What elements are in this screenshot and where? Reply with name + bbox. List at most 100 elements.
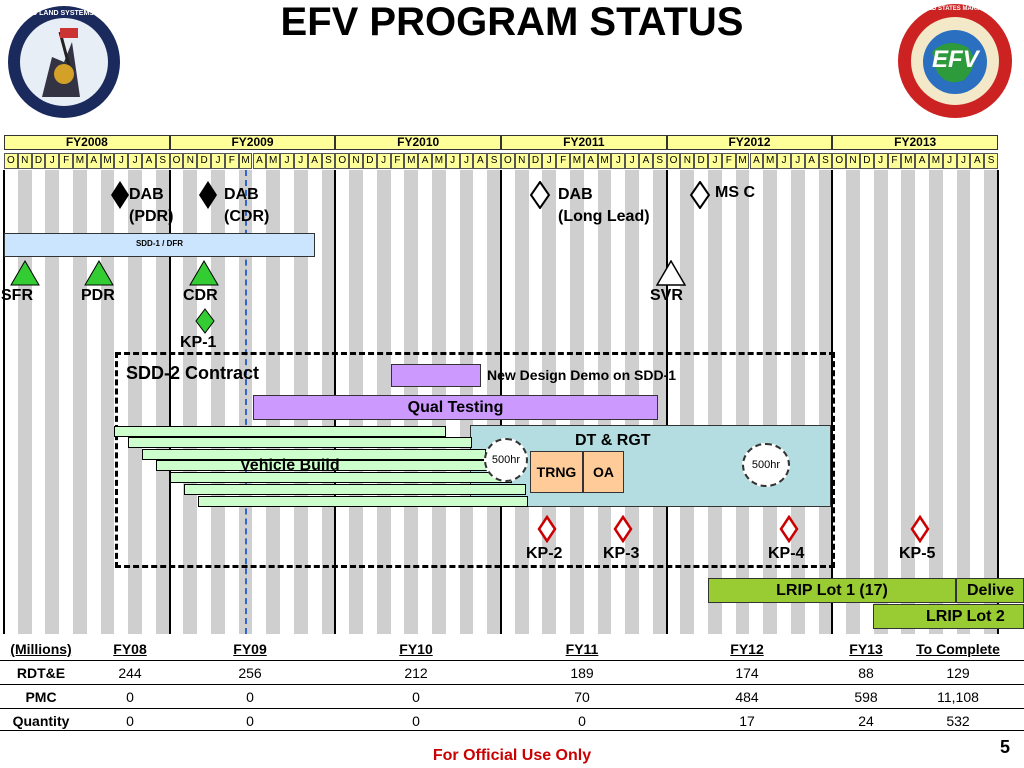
table-cell: 17 (739, 712, 755, 729)
month-cell: A (307, 153, 322, 169)
new-design-label: New Design Demo on SDD-1 (487, 367, 677, 383)
kp4-label: KP-4 (768, 545, 805, 562)
pdr-triangle-icon (84, 260, 114, 286)
delivery-label: Delive (967, 582, 1015, 599)
month-cell: F (59, 153, 74, 169)
row-label: PMC (0, 684, 82, 709)
month-cell: A (142, 153, 156, 169)
table-cell: 0 (322, 684, 510, 709)
month-cell: S (984, 153, 998, 169)
month-cell: N (17, 153, 32, 169)
table-cell: 24 (858, 712, 874, 729)
left-logo: PRO LAND SYSTEMS (2, 2, 126, 120)
fiscal-year-cell: FY2009 (169, 135, 336, 150)
month-cell: M (238, 153, 253, 169)
month-cell: D (362, 153, 377, 169)
kp1-diamond-icon (195, 308, 215, 334)
month-stripe (735, 170, 750, 634)
month-stripe (818, 170, 833, 634)
month-stripe (128, 170, 143, 634)
vehicle-build-bar (114, 426, 446, 437)
month-cell: N (349, 153, 363, 169)
month-stripe (155, 170, 170, 634)
fiscal-year-divider (665, 170, 668, 634)
row-label: RDT&E (0, 660, 82, 685)
month-stripe (763, 170, 778, 634)
month-cell: J (128, 153, 143, 169)
month-cell: A (86, 153, 101, 169)
month-cell: O (335, 153, 350, 169)
fiscal-year-divider (168, 170, 171, 634)
table-cell: 484 (654, 684, 840, 709)
hr500-circle-right: 500hr (742, 443, 790, 487)
month-cell: O (169, 153, 184, 169)
month-cell: J (45, 153, 60, 169)
right-logo-text: EFV (932, 46, 979, 73)
kp5-label: KP-5 (899, 545, 936, 562)
month-stripe (100, 170, 115, 634)
month-cell: O (4, 153, 18, 169)
ms-c-label: MS C (715, 184, 755, 201)
month-cell: J (708, 153, 722, 169)
new-design-bar (391, 364, 481, 387)
dab-cdr-label: DAB (CDR) (224, 186, 270, 225)
month-cell: J (942, 153, 957, 169)
funding-header-cell: FY13 (840, 637, 892, 661)
svr-label: SVR (650, 287, 683, 304)
table-cell: 212 (322, 660, 510, 685)
month-cell: M (928, 153, 943, 169)
current-date-line (245, 170, 247, 634)
lrip-lot1-bar: LRIP Lot 1 (17) (708, 578, 956, 603)
left-logo-text: PRO LAND SYSTEMS (22, 10, 94, 17)
table-cell: 11,108 (892, 684, 1024, 709)
right-logo: EFV UNITED STATES MARINE CORPS (892, 2, 1018, 120)
month-cell: J (790, 153, 805, 169)
month-cell: A (418, 153, 432, 169)
qual-testing-label: Qual Testing (407, 399, 504, 416)
kp2-label: KP-2 (526, 545, 563, 562)
kp1-label: KP-1 (180, 334, 217, 351)
month-stripe (17, 170, 32, 634)
table-cell: 598 (840, 684, 892, 709)
page-number: 5 (1000, 737, 1011, 757)
sdd2-contract-label: SDD-2 Contract (126, 363, 260, 383)
funding-header-cell: (Millions) (0, 637, 82, 661)
fiscal-year-divider (997, 170, 999, 634)
table-cell: 129 (892, 660, 1024, 685)
month-cell: D (31, 153, 46, 169)
month-cell: J (873, 153, 888, 169)
month-cell: J (293, 153, 308, 169)
vehicle-build-bar (170, 472, 512, 483)
footer-classification: For Official Use Only (432, 747, 592, 764)
delivery-bar: Delive (956, 578, 1024, 603)
fiscal-year-cell: FY2012 (666, 135, 833, 150)
sdd2-contract-box (115, 352, 835, 568)
month-cell: O (501, 153, 515, 169)
funding-table: (Millions) FY08 FY09 FY10 FY11 FY12 FY13… (0, 637, 1024, 732)
oa-box: OA (583, 451, 624, 493)
month-cell: O (666, 153, 681, 169)
trng-label: TRNG (536, 464, 577, 480)
kp5-diamond-icon (910, 515, 930, 543)
month-cell: N (846, 153, 860, 169)
month-cell: S (818, 153, 833, 169)
month-cell: J (542, 153, 557, 169)
month-cell: A (473, 153, 488, 169)
funding-header-row: (Millions) FY08 FY09 FY10 FY11 FY12 FY13… (0, 637, 1024, 661)
kp3-diamond-icon (613, 515, 633, 543)
month-cell: S (321, 153, 336, 169)
sdd1-label: SDD-1 / DFR (135, 239, 184, 248)
month-cell: J (956, 153, 971, 169)
month-cell: A (970, 153, 985, 169)
oa-label: OA (593, 464, 614, 480)
table-cell: 0 (126, 712, 134, 729)
month-cell: M (597, 153, 612, 169)
month-cell: A (583, 153, 598, 169)
timeline-grid (3, 170, 999, 634)
table-cell: 244 (82, 660, 178, 685)
month-cell: S (487, 153, 501, 169)
dab-pdr-diamond-icon (111, 181, 129, 209)
month-stripe (928, 170, 943, 634)
month-cell: M (763, 153, 778, 169)
